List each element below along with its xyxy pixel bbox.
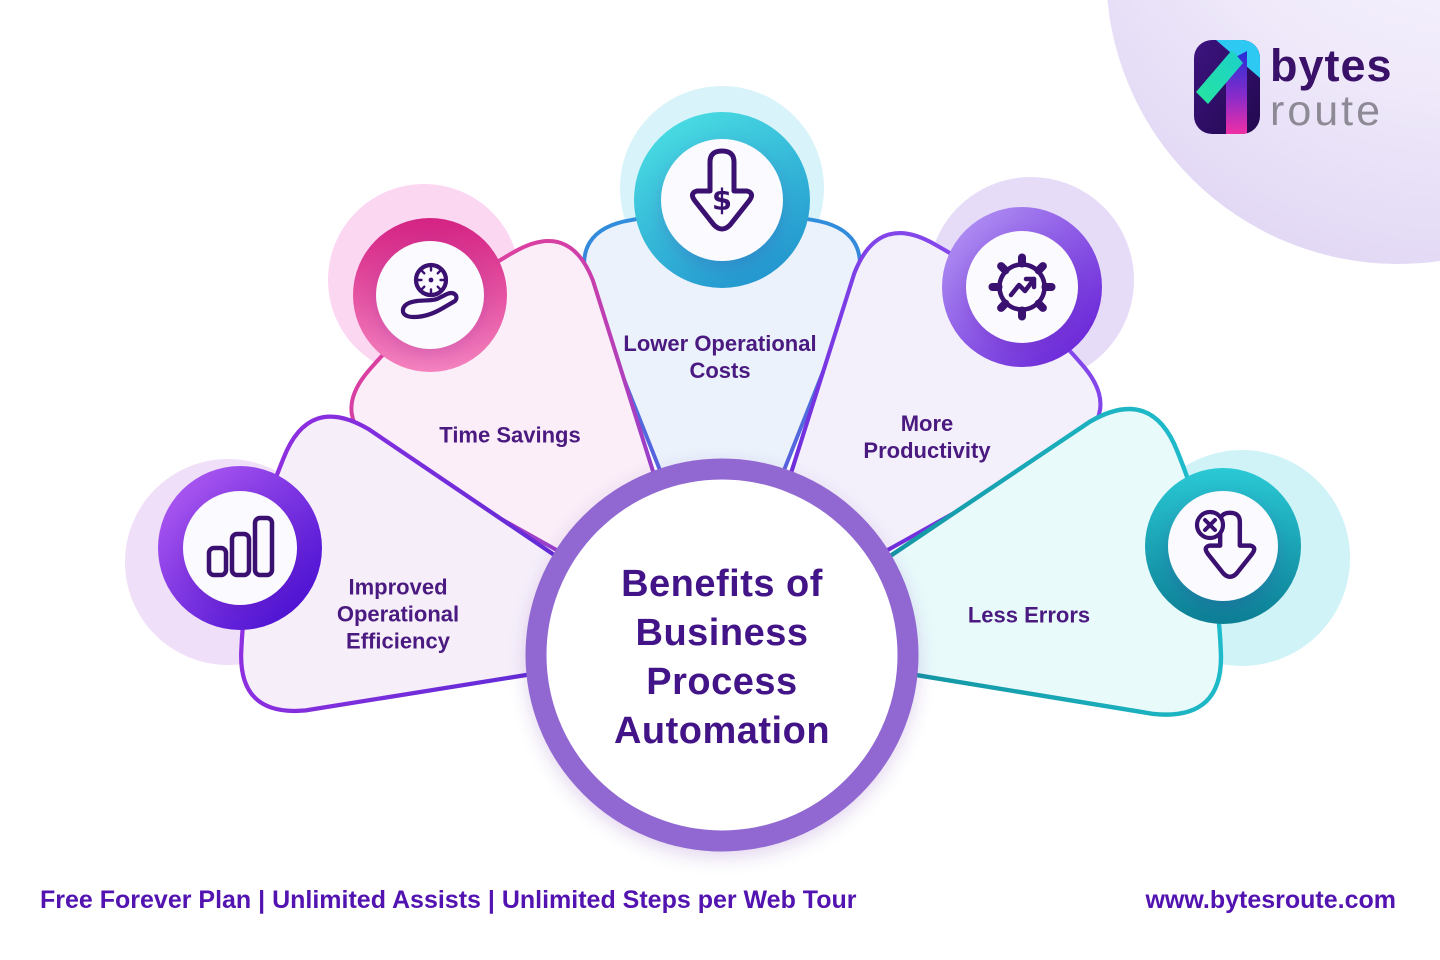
brand-logo: bytes route [1194,40,1393,134]
petal-label-more-productivity: More Productivity [863,411,991,463]
badge-face [183,491,297,605]
error-down-arrow-icon [1194,509,1257,579]
petal-label-less-errors: Less Errors [967,602,1091,628]
center-circle [525,458,919,852]
petal-label-improved-operational-efficiency: Improved Operational Efficiency [336,574,460,654]
badge-errors [1145,468,1301,624]
clock-in-hand-icon [400,262,459,320]
badge-face [1168,491,1278,601]
badge-efficiency [158,466,322,630]
brand-name-line2: route [1270,87,1384,135]
petal-label-time-savings: Time Savings [439,422,581,448]
dollar-down-arrow-icon: $ [689,148,755,232]
badge-costs: $ [634,112,810,288]
brand-name-line1: bytes [1270,40,1393,91]
badge-productivity [942,207,1102,367]
page-title: Benefits of Business Process Automation [613,563,831,752]
background-blob [1107,0,1440,264]
bytesroute-one-arrow-icon [1194,40,1260,134]
brand-wordmark: bytes route [1270,42,1393,134]
bar-chart-icon [206,515,275,578]
badge-face [661,139,783,261]
gear-growth-arrow-icon [988,253,1056,321]
petal-label-lower-operational-costs: Lower Operational Costs [623,331,817,383]
svg-text:$: $ [712,183,732,217]
footer-website-url: www.bytesroute.com [1145,886,1396,914]
footer-tagline: Free Forever Plan | Unlimited Assists | … [40,886,857,914]
badge-time-savings [353,218,507,372]
